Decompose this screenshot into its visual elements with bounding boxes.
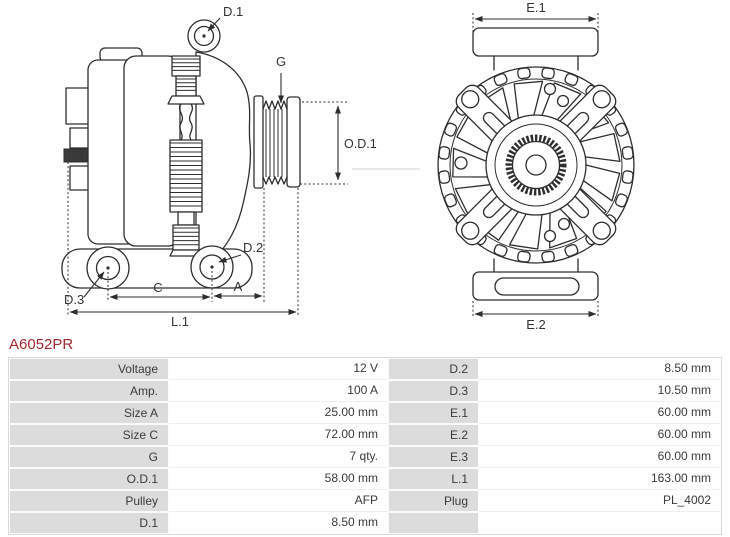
spec-label-left: Pulley: [9, 490, 169, 512]
dim-label-d3: D.3: [64, 292, 84, 307]
table-row: Size A 25.00 mm E.1 60.00 mm: [9, 402, 721, 424]
part-number: A6052PR: [9, 336, 74, 353]
shroud-hole: [454, 156, 468, 170]
spec-value-right: 8.50 mm: [479, 358, 721, 380]
spec-label-left: Size A: [9, 402, 169, 424]
spec-value-right: 10.50 mm: [479, 380, 721, 402]
bottom-bracket-slot: [494, 277, 580, 296]
spec-value-left: 100 A: [169, 380, 388, 402]
left-lug-center: [106, 266, 110, 270]
spec-label-left: D.1: [9, 512, 169, 534]
spec-value-right: PL_4002: [479, 490, 721, 512]
top-lug-center: [202, 34, 206, 38]
dim-label-l1: L.1: [171, 314, 189, 329]
spec-label-right: E.2: [388, 424, 479, 446]
technical-drawing: D.1 G O.D.1 D.2 D.3 C A L.1: [61, 0, 635, 332]
shaft-spline-teeth: [505, 134, 567, 196]
shroud-hole: [556, 94, 570, 108]
spec-label-left: Amp.: [9, 380, 169, 402]
top-bracket: [472, 27, 599, 57]
spec-value-left: 72.00 mm: [169, 424, 388, 446]
spec-value-left: 25.00 mm: [169, 402, 388, 424]
spec-label-right: [388, 512, 479, 534]
dim-label-c: C: [153, 280, 162, 295]
shaft-center-hole: [525, 154, 547, 176]
shroud-hole: [557, 217, 571, 231]
spec-table: Voltage 12 V D.2 8.50 mm Amp. 100 A D.3 …: [8, 357, 722, 535]
spec-value-right: 163.00 mm: [479, 468, 721, 490]
spec-label-left: Size C: [9, 424, 169, 446]
stator-ribs-bottom: [172, 224, 200, 251]
spec-value-right: 60.00 mm: [479, 402, 721, 424]
shaft-step: [177, 211, 195, 226]
top-bracket-steps: [493, 55, 579, 71]
dim-label-e2: E.2: [526, 317, 546, 332]
spec-value-left: 7 qty.: [169, 446, 388, 468]
spec-value-right: [479, 512, 721, 534]
side-view: D.1 G O.D.1 D.2 D.3 C A L.1: [61, 4, 377, 329]
table-row: Voltage 12 V D.2 8.50 mm: [9, 358, 721, 380]
dim-label-d1: D.1: [223, 4, 243, 19]
spec-label-right: D.3: [388, 380, 479, 402]
spec-label-right: L.1: [388, 468, 479, 490]
dim-label-d2: D.2: [243, 240, 263, 255]
dim-label-e1: E.1: [526, 0, 546, 15]
leader-d3: [83, 271, 105, 298]
pulley-grooves-top: [262, 100, 288, 110]
shaft-neck: [178, 103, 194, 141]
terminal-tab: [69, 165, 91, 191]
table-row: O.D.1 58.00 mm L.1 163.00 mm: [9, 468, 721, 490]
e1-extension-lines: [472, 13, 599, 32]
terminal-tab: [65, 87, 91, 125]
spec-value-left: AFP: [169, 490, 388, 512]
shroud-hole: [543, 229, 557, 243]
spec-label-right: E.3: [388, 446, 479, 468]
terminal-tab: [69, 127, 91, 149]
pulley-grooves-bottom: [262, 176, 288, 185]
spec-label-right: Plug: [388, 490, 479, 512]
table-row: G 7 qty. E.3 60.00 mm: [9, 446, 721, 468]
spec-label-right: E.1: [388, 402, 479, 424]
rotor-rib-lines: [170, 58, 202, 246]
pulley-rib-lines: [265, 109, 283, 177]
leader-d1: [207, 17, 221, 32]
spec-value-left: 58.00 mm: [169, 468, 388, 490]
leader-d2: [218, 254, 242, 263]
extension-lines: [67, 101, 348, 316]
shroud-hole: [543, 82, 557, 96]
bottom-bracket-steps: [493, 258, 579, 273]
alternator-drawing-svg: D.1 G O.D.1 D.2 D.3 C A L.1: [61, 0, 635, 332]
front-housing: [195, 51, 252, 265]
spec-label-left: G: [9, 446, 169, 468]
shroud-holes: [454, 82, 571, 243]
table-row: Pulley AFP Plug PL_4002: [9, 490, 721, 512]
table-row: Amp. 100 A D.3 10.50 mm: [9, 380, 721, 402]
table-row: D.1 8.50 mm: [9, 512, 721, 534]
e2-extension-lines: [472, 301, 599, 317]
dim-label-g: G: [276, 54, 286, 69]
right-lug-center: [210, 265, 214, 269]
spec-label-right: D.2: [388, 358, 479, 380]
dim-label-a: A: [234, 279, 243, 294]
pulley-face-ring: [494, 123, 578, 207]
stator-flare: [167, 95, 205, 105]
pulley-rear-flange: [253, 95, 264, 189]
spec-label-left: O.D.1: [9, 468, 169, 490]
housing-rim-inner: [449, 78, 623, 252]
spec-label-left: Voltage: [9, 358, 169, 380]
dim-label-od1: O.D.1: [344, 137, 377, 151]
table-row: Size C 72.00 mm E.2 60.00 mm: [9, 424, 721, 446]
spec-value-right: 60.00 mm: [479, 424, 721, 446]
pulley-front-flange: [286, 96, 301, 188]
spec-value-right: 60.00 mm: [479, 446, 721, 468]
spec-value-left: 12 V: [169, 358, 388, 380]
spec-value-left: 8.50 mm: [169, 512, 388, 534]
terminal-stud: [63, 148, 91, 163]
front-view: E.1 E.2: [437, 0, 635, 332]
